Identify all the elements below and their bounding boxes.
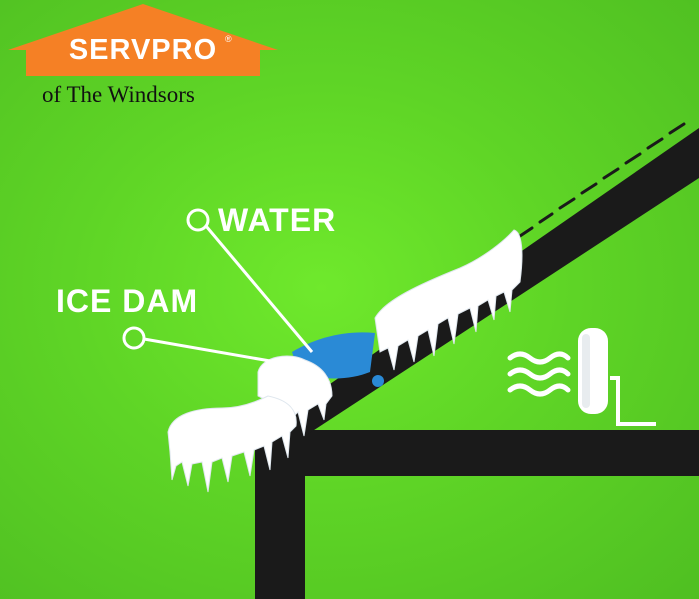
roof-shingles xyxy=(518,122,686,238)
logo-roof-shape xyxy=(8,4,278,76)
logo-brand-text: SERVPRO xyxy=(68,34,218,66)
logo-subtitle: of The Windsors xyxy=(42,82,195,107)
ice-dam-callout xyxy=(122,326,277,364)
logo-registered-mark: ® xyxy=(225,34,232,44)
water-callout xyxy=(186,208,314,353)
house-wall xyxy=(255,430,699,599)
servpro-logo: SERVPRO ® of The Windsors xyxy=(8,4,278,114)
heat-waves-icon xyxy=(507,351,571,397)
water-label: WATER xyxy=(218,202,337,238)
eave-snow xyxy=(167,395,297,493)
upper-snow xyxy=(374,229,523,371)
ice-dam-label: ICE DAM xyxy=(56,283,199,319)
radiator-icon xyxy=(578,328,656,426)
water-drip xyxy=(372,375,384,387)
